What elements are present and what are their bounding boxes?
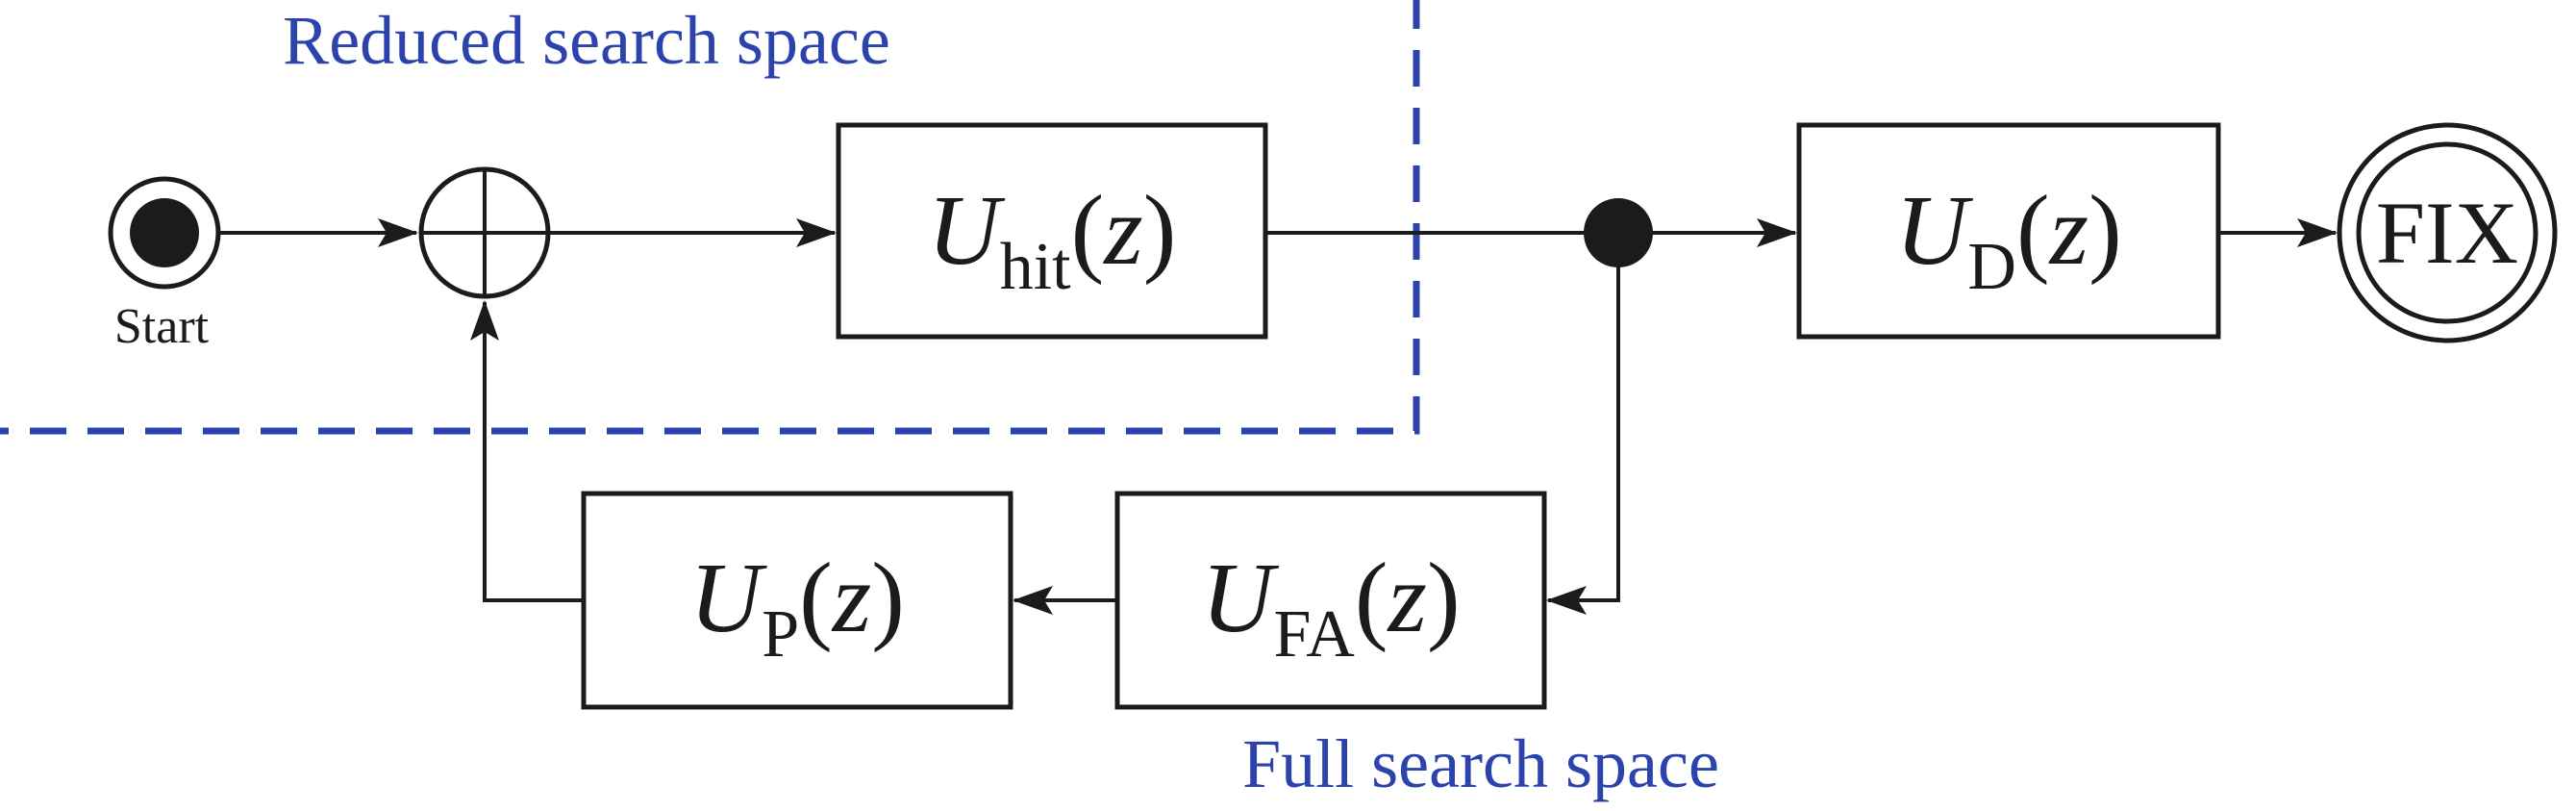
block-u-fa: UFA(z) [1114, 491, 1547, 710]
u-hit-open-paren: ( [1071, 175, 1105, 286]
block-u-d: UD(z) [1796, 122, 2221, 340]
fix-node-inner-ring [2356, 141, 2538, 324]
branch-dot-icon [1584, 198, 1653, 267]
u-fa-base: U [1201, 543, 1279, 653]
block-u-p-box [581, 491, 1013, 710]
u-fa-close-paren: ) [1427, 543, 1461, 653]
u-d-close-paren: ) [2088, 175, 2122, 286]
arrow-up-to-sum [470, 300, 584, 602]
u-p-sub: P [762, 597, 799, 672]
sum-junction [418, 166, 551, 299]
u-fa-open-paren: ( [1355, 543, 1388, 653]
fix-node: FIX [2337, 122, 2558, 343]
reduced-region-label: Reduced search space [283, 2, 890, 79]
u-d-open-paren: ( [2016, 175, 2050, 286]
full-region-label: Full search space [1242, 725, 1719, 802]
reduced-region-boundary [0, 0, 1420, 435]
u-fa-sub: FA [1274, 597, 1356, 672]
u-d-var: z [2048, 175, 2088, 286]
u-d-base: U [1895, 175, 1973, 286]
u-p-base: U [689, 543, 767, 653]
start-node-dot-icon [130, 198, 199, 267]
block-u-d-box [1796, 122, 2221, 340]
u-p-var: z [831, 543, 871, 653]
u-d-sub: D [1967, 230, 2016, 304]
arrow-branch-to-ufa [1546, 233, 1620, 615]
u-hit-var: z [1102, 175, 1142, 286]
block-u-p: UP(z) [581, 491, 1013, 710]
u-fa-var: z [1386, 543, 1426, 653]
block-u-fa-label: UFA(z) [1201, 543, 1460, 672]
block-u-p-label: UP(z) [689, 543, 905, 672]
block-u-hit-box [836, 122, 1268, 340]
block-u-hit-label: Uhit(z) [928, 175, 1177, 304]
u-p-open-paren: ( [799, 543, 833, 653]
start-node: Start [108, 176, 221, 354]
u-hit-base: U [928, 175, 1006, 286]
block-u-fa-box [1114, 491, 1547, 710]
u-hit-close-paren: ) [1143, 175, 1177, 286]
block-u-hit: Uhit(z) [836, 122, 1268, 340]
start-label: Start [114, 299, 210, 354]
fix-label: FIX [2376, 184, 2518, 282]
block-u-d-label: UD(z) [1895, 175, 2121, 304]
u-p-close-paren: ) [871, 543, 905, 653]
u-hit-sub: hit [1000, 230, 1071, 304]
